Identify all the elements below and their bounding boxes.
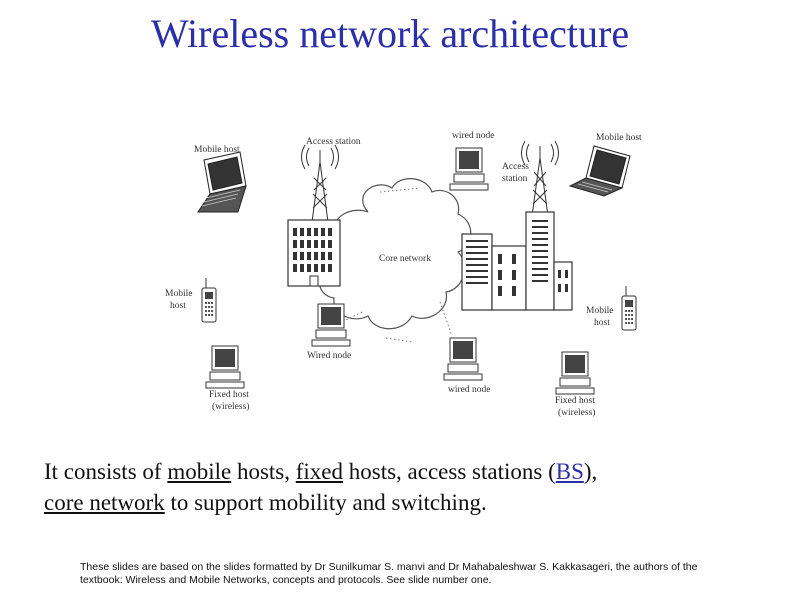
caption: It consists of mobile hosts, fixed hosts… xyxy=(44,456,772,518)
desktop-icon-wired-node-top xyxy=(449,147,489,191)
label-core-network: Core network xyxy=(379,254,431,264)
label-mobile-host-phone-left-2: host xyxy=(170,301,186,311)
caption-bs-link[interactable]: BS xyxy=(555,459,584,484)
label-mobile-host-phone-right-1: Mobile xyxy=(586,306,613,316)
footnote: These slides are based on the slides for… xyxy=(80,561,698,586)
building-right xyxy=(461,211,573,311)
mobile-phone-icon-left xyxy=(201,278,217,323)
label-wired-node-left: Wired node xyxy=(307,351,351,361)
caption-core-network-underlined: core network xyxy=(44,490,165,515)
label-fixed-host-left-1: Fixed host xyxy=(209,390,249,400)
label-mobile-host-left: Mobile host xyxy=(194,145,240,155)
dotted-links xyxy=(341,187,453,343)
caption-text-5: to support mobility and switching. xyxy=(164,490,487,515)
desktop-icon-fixed-host-left xyxy=(205,345,245,389)
caption-fixed-underlined: fixed xyxy=(295,459,344,484)
mobile-phone-icon-right xyxy=(621,286,637,331)
caption-text-1: It consists of xyxy=(44,459,168,484)
caption-text-4: ), xyxy=(583,459,598,484)
caption-text-3: hosts, access stations ( xyxy=(343,459,556,484)
network-diagram: Mobile host Access station wired node Mo… xyxy=(165,131,642,418)
building-left xyxy=(287,219,341,287)
label-fixed-host-right-1: Fixed host xyxy=(555,396,595,406)
label-access-station-right-1: Access xyxy=(502,162,529,172)
label-mobile-host-phone-right-2: host xyxy=(594,318,610,328)
access-station-tower-left xyxy=(301,144,339,223)
label-fixed-host-left-2: (wireless) xyxy=(212,401,249,412)
caption-text-2: hosts, xyxy=(231,459,296,484)
access-station-tower-right xyxy=(521,140,559,217)
laptop-icon-left xyxy=(197,151,247,213)
label-mobile-host-phone-left-1: Mobile xyxy=(165,289,192,299)
label-mobile-host-right: Mobile host xyxy=(596,133,642,143)
label-wired-node-top: wired node xyxy=(452,131,494,141)
label-access-station-left: Access station xyxy=(306,137,361,147)
label-fixed-host-right-2: (wireless) xyxy=(558,407,595,418)
slide-title: Wireless network architecture xyxy=(150,11,630,56)
desktop-icon-wired-node-left xyxy=(311,303,351,347)
caption-mobile-underlined: mobile xyxy=(167,459,232,484)
label-access-station-right-2: station xyxy=(502,174,528,184)
label-wired-node-bottom: wired node xyxy=(448,385,490,395)
desktop-icon-wired-node-bottom xyxy=(443,337,483,381)
desktop-icon-fixed-host-right xyxy=(555,351,595,395)
laptop-icon-right xyxy=(568,145,631,197)
